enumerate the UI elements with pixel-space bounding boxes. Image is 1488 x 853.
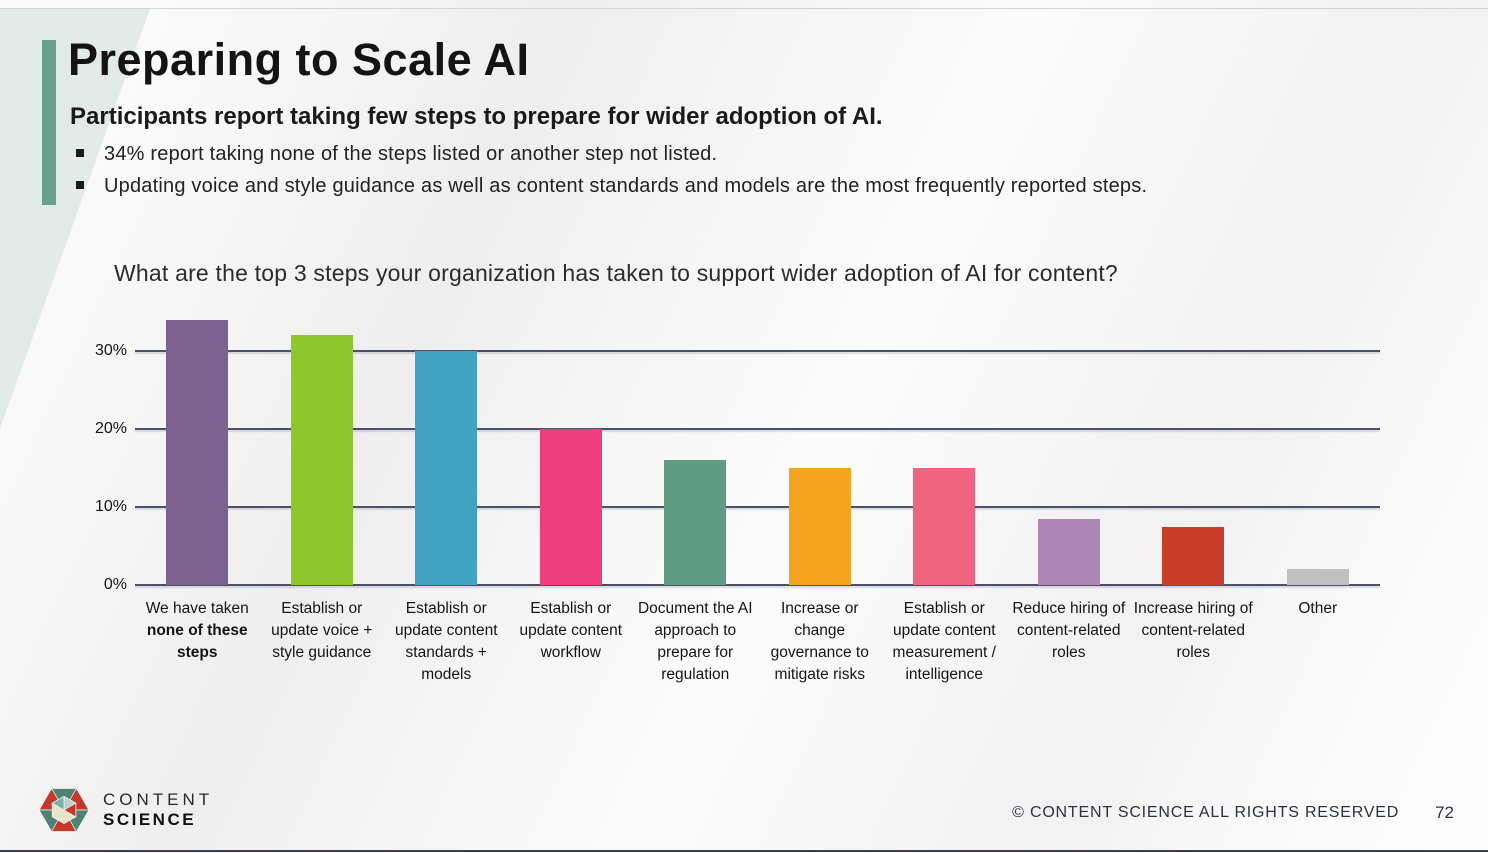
bar (913, 468, 976, 585)
page-title: Preparing to Scale AI (68, 34, 530, 85)
gridline (135, 584, 1380, 586)
bottom-edge-line (0, 850, 1488, 852)
chart-y-axis: 0% 10% 20% 30% (55, 312, 127, 593)
bullet-item: 34% report taking none of the steps list… (76, 143, 1147, 166)
y-tick-label: 30% (94, 342, 127, 359)
page-number: 72 (1435, 803, 1454, 822)
bullet-square-icon (76, 149, 84, 157)
x-label: Establish or update content measurement … (892, 600, 996, 683)
y-tick-label: 0% (103, 576, 127, 593)
bar (1162, 526, 1225, 585)
copyright-text: © CONTENT SCIENCE ALL RIGHTS RESERVED (1012, 804, 1400, 821)
chart-column (882, 312, 1007, 585)
x-label: Establish or update content standards + … (394, 600, 498, 683)
title-accent-bar (42, 40, 56, 205)
bar (539, 429, 602, 585)
gridline (135, 350, 1380, 352)
bar (415, 351, 478, 585)
logo-text-science: SCIENCE (103, 810, 197, 829)
bullet-text: Updating voice and style guidance as wel… (104, 175, 1148, 197)
chart-column (260, 312, 385, 585)
gridline (135, 506, 1380, 508)
bar (166, 319, 229, 585)
chart-bars (135, 312, 1380, 585)
bullet-text: 34% report taking none of the steps list… (104, 143, 718, 165)
bar (1037, 518, 1100, 585)
x-label: We have taken none of these steps (145, 600, 249, 661)
bar (1286, 569, 1349, 585)
bar (788, 468, 851, 585)
chart-column (633, 312, 758, 585)
x-label: Document the AI approach to prepare for … (637, 600, 753, 683)
gridline (135, 428, 1380, 430)
chart-title: What are the top 3 steps your organizati… (114, 260, 1118, 286)
chart-gridlines (135, 312, 1380, 586)
bar (290, 335, 353, 585)
chart-x-labels: We have taken none of these steps Establi… (135, 598, 1380, 686)
logo-text-content: CONTENT (103, 790, 214, 809)
hexagon-logo-icon (38, 787, 90, 833)
x-label: Other (1298, 600, 1338, 617)
page-subtitle: Participants report taking few steps to … (70, 103, 883, 130)
chart-column (1007, 312, 1132, 585)
x-label: Reduce hiring of content-related roles (1012, 600, 1126, 661)
x-label: Establish or update voice + style guidan… (271, 600, 373, 661)
chart-column (1131, 312, 1256, 585)
y-tick-label: 10% (94, 498, 127, 515)
footer-right: © CONTENT SCIENCE ALL RIGHTS RESERVED 72 (1012, 803, 1454, 823)
chart-column (135, 312, 260, 585)
logo-wordmark: CONTENT SCIENCE (103, 790, 213, 830)
y-tick-label: 20% (94, 420, 127, 437)
bullet-square-icon (76, 181, 84, 189)
brand-logo: CONTENT SCIENCE (38, 784, 213, 836)
chart-column (384, 312, 509, 585)
top-divider (0, 8, 1488, 9)
bullet-list: 34% report taking none of the steps list… (76, 143, 1147, 207)
bar (664, 460, 727, 585)
x-label: Increase or change governance to mitigat… (770, 600, 869, 683)
x-label: Increase hiring of content-related roles (1133, 600, 1253, 661)
chart-column (1256, 312, 1381, 585)
chart-column (509, 312, 634, 585)
chart-column (758, 312, 883, 585)
bullet-item: Updating voice and style guidance as wel… (76, 175, 1147, 198)
x-label: Establish or update content workflow (519, 600, 623, 661)
